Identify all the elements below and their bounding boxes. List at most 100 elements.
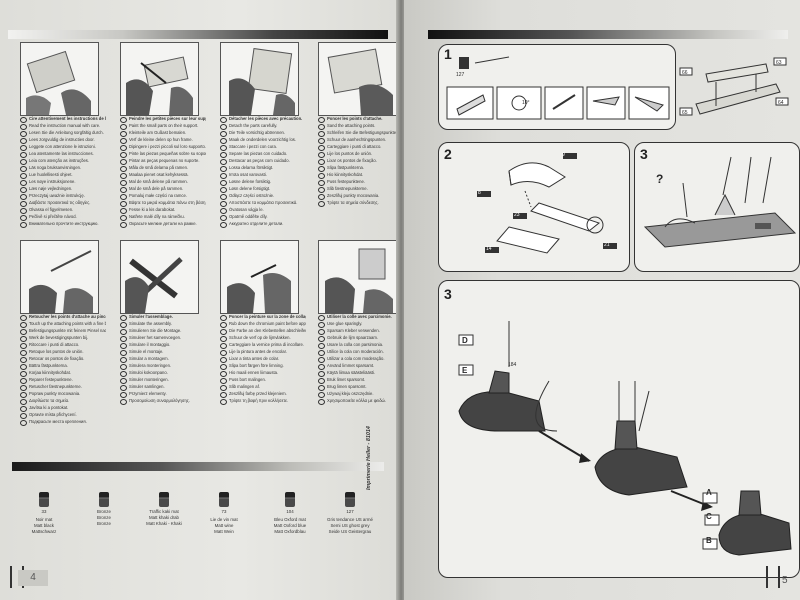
step-text-line: Lossa delarna försiktigt. [220,165,306,172]
step-text-line: Les nøye instruksjonene. [20,179,106,186]
step-text-line: Lue huolellisesti ohjeet. [20,172,106,179]
language-flag-icon [220,152,227,158]
part-label: 14 [486,246,492,252]
language-flag-icon [120,131,127,137]
step-text-line: Kleinteile am Gußast bemalen. [120,130,206,137]
page-number: 5 [782,575,788,586]
language-flag-icon [120,159,127,165]
language-flag-icon [120,145,127,151]
language-flag-icon [120,124,127,130]
step-text-line: Окрасьте мелкие детали на рамке. [120,221,206,228]
paint-name: Noir mat [35,517,53,522]
language-flag-icon [318,180,325,186]
language-flag-icon [120,180,127,186]
language-flag-icon [120,215,127,221]
step-text-line: Irrota osat varovasti. [220,172,306,179]
language-flag-icon [20,343,27,349]
language-flag-icon [318,357,325,363]
step-3b-panel [438,280,800,578]
step-text-line: Rub down the chromium paint before apply… [220,321,306,328]
step-text-line: Διορθώστε τα σημεία. [20,398,106,405]
step-text-line: Lees zorgvuldig de instructies door. [20,137,106,144]
step-text-line: Använd limmet sparsamt. [318,363,398,370]
step-text-line: Simulate the assembly. [120,321,206,328]
language-flag-icon [120,371,127,377]
instruction-photo-read [20,42,99,116]
paint-name: Matt Wein [214,529,234,534]
instruction-photo-paint-parts [120,42,199,116]
step-text-line: Przymierz elementy. [120,391,206,398]
step-1-assembly-drawing [676,44,796,134]
step-text-line: Pečlivě si přečtěte návod. [20,214,106,221]
language-flag-icon [20,315,27,321]
step-number: 1 [444,46,452,62]
step-2-panel [438,142,630,272]
language-flag-icon [120,222,127,228]
step-text-line: Natřete malé díly na rámečku. [120,214,206,221]
language-flag-icon [20,399,27,405]
paint-name: Matt black [33,523,54,528]
step-text-line: Βάψτε τα μικρά κομμάτια πάνω στη βάση. [120,200,206,207]
step-text-line: Dipingere i pezzi piccoli sul loro suppo… [120,144,206,151]
language-flag-icon [318,201,325,207]
language-flag-icon [20,145,27,151]
step-text-line: Slipa bort färgen före limning. [220,363,306,370]
language-flag-icon [120,385,127,391]
step-text-line: Ritoccare i punti di attacco. [20,342,106,349]
language-flag-icon [120,152,127,158]
paint-ref: 127 [456,72,465,78]
language-flag-icon [120,378,127,384]
language-flag-icon [20,413,27,419]
language-flag-icon [318,322,325,328]
step-text-list: Peindre les petites pièces sur leur supp… [120,116,206,228]
language-flag-icon [220,131,227,137]
language-flag-icon [20,201,27,207]
callout-letter: B [706,536,712,545]
language-flag-icon [318,343,325,349]
step-text-line: Utilizar a cola com moderação. [318,356,398,363]
paint-pot-icon [99,492,109,507]
language-flag-icon [20,194,27,200]
step-text-line: Schleifen Sie die Befestigungspunkte. [318,130,398,137]
instruction-photo-simulate [120,240,199,314]
step-text-line: Lesen Sie die Anleitung sorgfältig durch… [20,130,106,137]
language-flag-icon [120,117,127,123]
step-text-list: Retoucher les points d'attache au pincea… [20,314,106,426]
paint-name: Bleu Oxford mat [274,517,306,522]
question-icon: ? [656,172,664,186]
language-flag-icon [318,131,325,137]
language-flag-icon [318,371,325,377]
step-text-list: Détacher les pièces avec précaution.Deta… [220,116,306,228]
language-flag-icon [318,138,325,144]
language-flag-icon [318,117,325,123]
language-flag-icon [20,187,27,193]
language-flag-icon [20,180,27,186]
header-gradient-bar [428,30,788,39]
step-text-line: Pinte las piezas pequeñas sobre su sopor… [120,151,206,158]
step-text-line: Brug limen sparsomt. [318,384,398,391]
paint-name: Mattschwarz [31,529,57,534]
step-text-line: Destacar as peças com cuidado. [220,158,306,165]
step-text-line: Puss festepunktene. [318,179,398,186]
step-number: 3 [640,146,648,162]
step-text-line: Maalaa pienet osat kehyksessä. [120,172,206,179]
step-text-line: Simuler l'assemblage. [120,314,206,321]
step-text-line: Używaj kleju oszczędnie. [318,391,398,398]
step-text-line: Simuloi kokoonpano. [120,370,206,377]
paint-name: Matt Khaki - Khaki [146,521,182,526]
step-text-line: Werk de bevestigingspunten bij. [20,335,106,342]
language-flag-icon [20,420,27,426]
language-flag-icon [20,385,27,391]
language-flag-icon [20,117,27,123]
language-flag-icon [220,215,227,221]
step-text-line: Carteggiare la vernice prima di incollar… [220,342,306,349]
left-page: Cire attentivement les instructions de l… [0,0,398,600]
step-text-list: Cire attentivement les instructions de l… [20,116,106,228]
language-flag-icon [20,173,27,179]
step-text-line: Læs nøje vejledningen. [20,186,106,193]
step-text-line: Аккуратно отделите детали. [220,221,306,228]
part-label: 9 [562,152,565,158]
step-text-line: Hio kiinnityskohdat. [318,172,398,179]
language-flag-icon [220,208,227,214]
